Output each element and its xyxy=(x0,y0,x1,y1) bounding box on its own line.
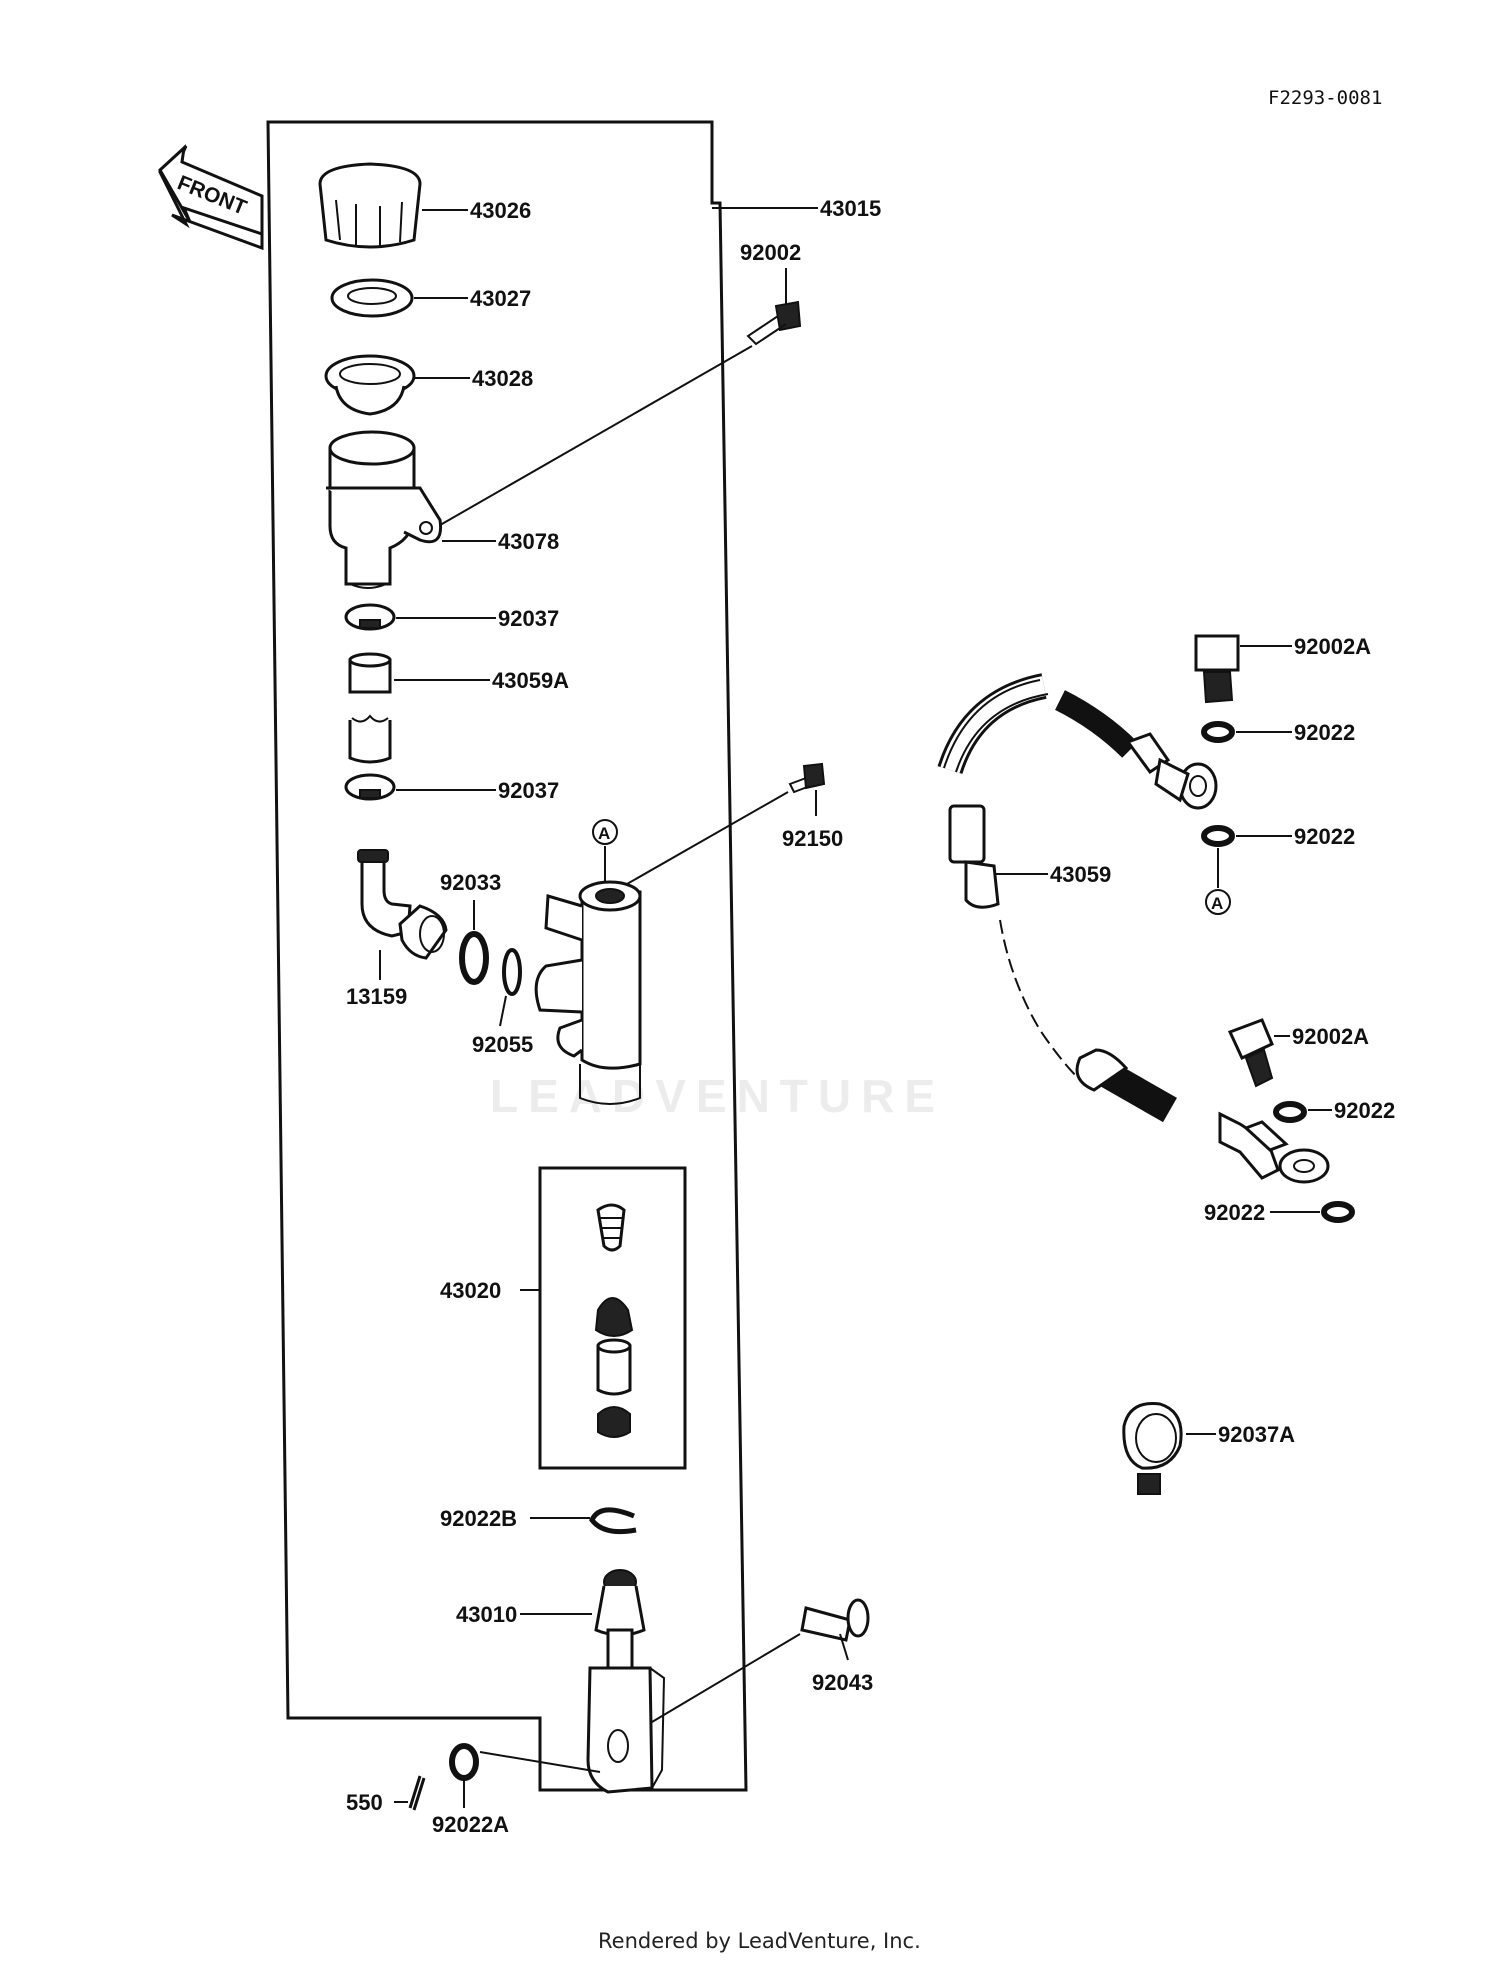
label-92037-lower: 92037 xyxy=(498,778,559,803)
label-43026: 43026 xyxy=(470,198,531,223)
label-92022-1: 92022 xyxy=(1294,720,1355,745)
master-cylinder-body xyxy=(534,880,642,1105)
screw-92002 xyxy=(746,300,802,346)
washer-92022-fourth xyxy=(1321,1201,1355,1223)
circlip-92022B xyxy=(589,1507,637,1535)
washer-92022-third xyxy=(1273,1101,1307,1123)
footer-credit: Rendered by LeadVenture, Inc. xyxy=(598,1929,921,1953)
label-92037-upper: 92037 xyxy=(498,606,559,631)
label-43010: 43010 xyxy=(456,1602,517,1627)
label-92043: 92043 xyxy=(812,1670,873,1695)
banjo-bolt-92002A-upper xyxy=(1194,634,1240,704)
label-92022A: 92022A xyxy=(432,1812,509,1837)
washer-92022-upper xyxy=(1201,721,1235,743)
label-43028: 43028 xyxy=(472,366,533,391)
label-550: 550 xyxy=(346,1790,383,1815)
reference-marker-a-left: A xyxy=(592,819,618,845)
label-92055: 92055 xyxy=(472,1032,533,1057)
hose-clamp-92037A xyxy=(1122,1401,1183,1495)
reservoir-hose-43059A xyxy=(348,652,392,764)
watermark: LEADVENTURE xyxy=(490,1070,945,1122)
screw-92150 xyxy=(788,762,826,794)
o-ring-92055 xyxy=(502,948,522,996)
label-92022-4: 92022 xyxy=(1204,1200,1265,1225)
hose-clamp-92037-lower xyxy=(344,773,396,801)
piston-kit-parts-43020 xyxy=(594,1203,634,1438)
label-13159: 13159 xyxy=(346,984,407,1009)
push-rod-43010 xyxy=(586,1569,666,1794)
assembly-outline-43015 xyxy=(266,120,748,1792)
label-92002: 92002 xyxy=(740,240,801,265)
label-43059: 43059 xyxy=(1050,862,1111,887)
reservoir-43078 xyxy=(326,430,443,589)
reference-marker-a-right: A xyxy=(1205,889,1231,915)
label-43015: 43015 xyxy=(820,196,881,221)
label-43020: 43020 xyxy=(440,1278,501,1303)
label-43078: 43078 xyxy=(498,529,559,554)
washer-92022A xyxy=(449,1743,479,1781)
diagram-code: F2293-0081 xyxy=(1268,87,1382,109)
cotter-pin-550 xyxy=(408,1775,426,1811)
label-92150: 92150 xyxy=(782,826,843,851)
brake-hose-43059 xyxy=(937,673,1330,1184)
clevis-pin-92043 xyxy=(800,1598,870,1642)
label-92037A: 92037A xyxy=(1218,1422,1295,1447)
washer-92033 xyxy=(459,931,489,985)
banjo-bolt-92002A-lower xyxy=(1227,1018,1274,1088)
front-arrow: FRONT xyxy=(158,144,264,251)
label-92002A-upper: 92002A xyxy=(1294,634,1371,659)
label-43059A: 43059A xyxy=(492,668,569,693)
diaphragm-plate-43027 xyxy=(330,278,414,318)
hose-clamp-92037-upper xyxy=(344,603,396,631)
svg-text:A: A xyxy=(1211,894,1223,913)
diaphragm-43028 xyxy=(324,354,416,416)
label-43027: 43027 xyxy=(470,286,531,311)
label-92022B: 92022B xyxy=(440,1506,517,1531)
washer-92022-second xyxy=(1201,825,1235,847)
label-92022-2: 92022 xyxy=(1294,824,1355,849)
label-92022-3: 92022 xyxy=(1334,1098,1395,1123)
label-92033: 92033 xyxy=(440,870,501,895)
reservoir-cap-43026 xyxy=(318,162,422,249)
svg-text:A: A xyxy=(598,824,610,843)
kit-outline-43020 xyxy=(538,1166,687,1470)
label-92002A-lower: 92002A xyxy=(1292,1024,1369,1049)
elbow-fitting-13159 xyxy=(357,849,448,960)
